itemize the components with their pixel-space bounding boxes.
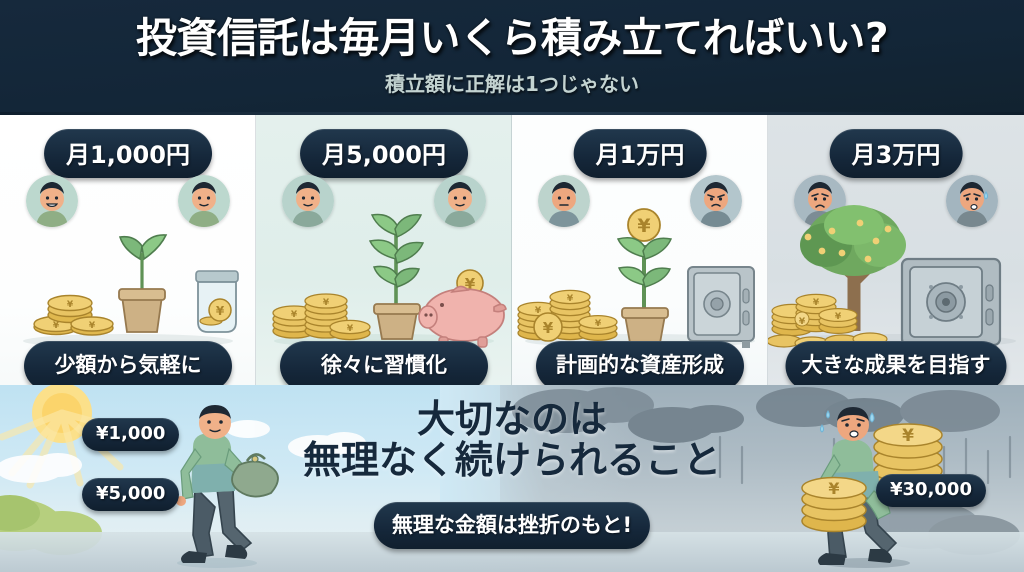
svg-text:¥: ¥ <box>465 275 476 293</box>
tier-columns: 月1,000円 <box>0 115 1024 385</box>
sweat-drop-icon <box>820 410 875 433</box>
svg-text:¥: ¥ <box>828 479 839 498</box>
scene-planned-assets: ¥ ¥ <box>512 201 768 351</box>
avatar-smiling-right <box>434 175 486 227</box>
column-divider <box>767 115 768 385</box>
svg-text:¥: ¥ <box>835 312 842 322</box>
svg-text:¥: ¥ <box>902 426 914 446</box>
page-subtitle: 積立額に正解は1つじゃない <box>385 72 639 96</box>
tier-caption-badge: 徐々に習慣化 <box>280 341 488 385</box>
tier-column-10000: 月1万円 <box>512 115 768 385</box>
safe-vault-large <box>900 257 1002 351</box>
tier-caption-badge: 少額から気軽に <box>24 341 232 385</box>
tier-amount-badge: 月1,000円 <box>44 129 212 178</box>
tier-caption-badge: 大きな成果を目指す <box>785 341 1007 385</box>
piggy-bank: ¥ <box>418 269 507 348</box>
svg-text:¥: ¥ <box>67 300 74 310</box>
svg-text:¥: ¥ <box>89 321 96 331</box>
svg-text:¥: ¥ <box>567 294 574 304</box>
svg-text:¥: ¥ <box>637 215 650 237</box>
tier-amount-badge: 月3万円 <box>829 129 963 178</box>
walking-man-with-purse <box>155 403 295 568</box>
avatar-neutral-left <box>538 175 590 227</box>
svg-text:¥: ¥ <box>543 319 554 337</box>
amount-badge-30000: ¥30,000 <box>876 474 986 507</box>
avatar-smiling-left <box>282 175 334 227</box>
bottom-summary-band: ¥ <box>0 385 1024 572</box>
svg-text:¥: ¥ <box>535 306 542 316</box>
tier-column-1000: 月1,000円 <box>0 115 256 385</box>
plant-pot-coin: ¥ <box>616 208 673 344</box>
key-message-caption-badge: 無理な金額は挫折のもと! <box>373 502 651 549</box>
svg-text:¥: ¥ <box>216 304 225 318</box>
coin-stack-medium: ¥ ¥ <box>272 293 371 341</box>
tier-amount-badge: 月5,000円 <box>300 129 468 178</box>
avatar-frowning-right <box>690 175 742 227</box>
coin-jar: ¥ <box>195 270 239 333</box>
svg-text:¥: ¥ <box>347 324 354 334</box>
safe-vault <box>687 266 755 348</box>
svg-text:¥: ¥ <box>53 321 60 331</box>
avatar-smiling-left <box>26 175 78 227</box>
tier-amount-badge: 月1万円 <box>573 129 707 178</box>
header-banner: 投資信託は毎月いくら積み立てればいい? 積立額に正解は1つじゃない <box>0 0 1024 115</box>
avatar-sweating-right <box>946 175 998 227</box>
avatar-smiling-right <box>178 175 230 227</box>
coin-stack-large: ¥ ¥ <box>517 289 618 342</box>
scene-habit-forming: ¥ ¥ <box>256 201 512 351</box>
key-message: 大切なのは 無理なく続けられること <box>302 397 722 483</box>
plant-pot <box>368 213 425 340</box>
money-tree <box>800 205 906 331</box>
key-message-line2: 無理なく続けられること <box>302 438 722 483</box>
svg-text:¥: ¥ <box>799 317 806 327</box>
amount-badge-5000: ¥5,000 <box>82 478 180 511</box>
svg-text:¥: ¥ <box>323 298 330 308</box>
svg-text:¥: ¥ <box>291 310 298 320</box>
coin-stack-front: ¥ <box>801 476 867 533</box>
seedling-pot <box>118 234 168 333</box>
tier-caption-badge: 計画的な資産形成 <box>536 341 744 385</box>
key-message-line1: 大切なのは <box>416 397 608 441</box>
column-divider <box>255 115 256 385</box>
svg-text:¥: ¥ <box>595 319 602 329</box>
coin-stack-small: ¥ ¥ ¥ <box>33 294 114 336</box>
amount-badge-1000: ¥1,000 <box>82 418 180 451</box>
cloud-icon <box>0 420 366 483</box>
scene-small-savings: ¥ ¥ ¥ <box>0 201 256 351</box>
tier-column-5000: 月5,000円 <box>256 115 512 385</box>
svg-text:¥: ¥ <box>813 298 820 308</box>
column-divider <box>511 115 512 385</box>
scene-big-results: ¥ ¥ ¥ <box>768 201 1024 351</box>
purse-icon <box>231 453 279 498</box>
page-title: 投資信託は毎月いくら積み立てればいい? <box>135 14 889 62</box>
tier-column-30000: 月3万円 <box>768 115 1024 385</box>
